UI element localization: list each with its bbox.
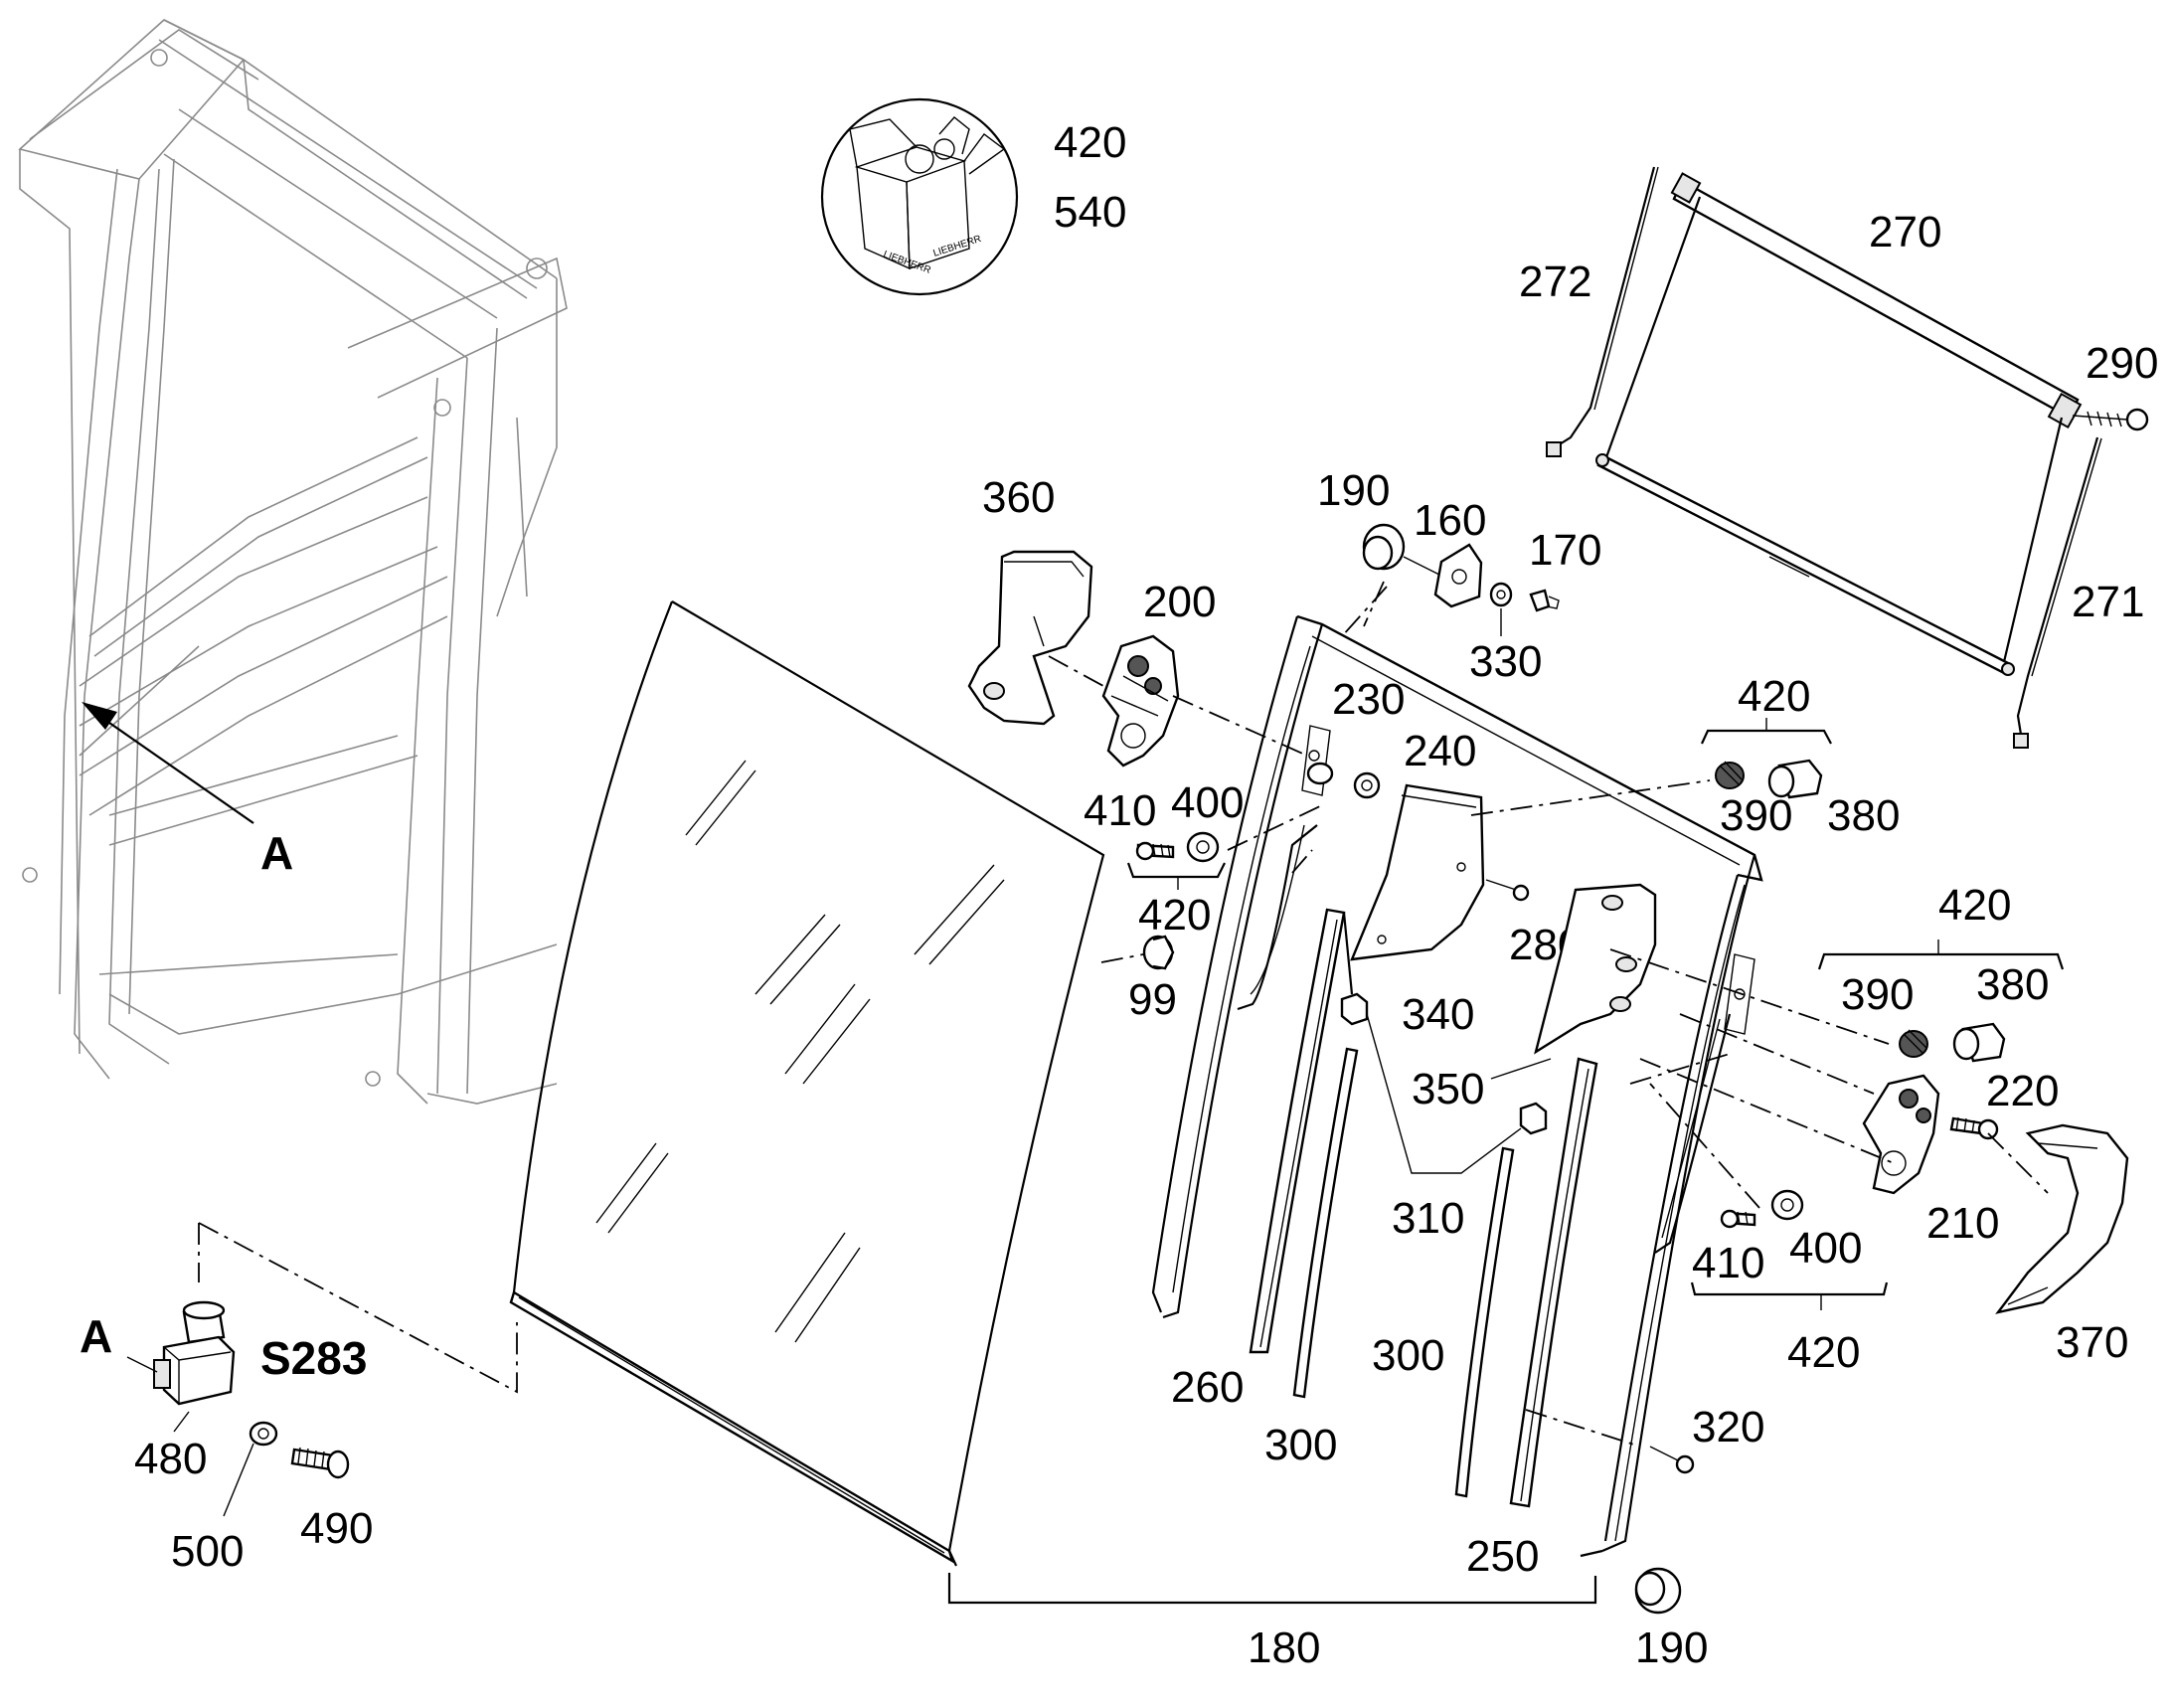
detail-pointer-A: A <box>82 702 293 879</box>
callout-360: 360 <box>982 473 1055 522</box>
plunger-lower <box>1817 939 2065 1063</box>
callout-290: 290 <box>2086 339 2158 388</box>
callout-180: 180 <box>1248 1623 1320 1672</box>
callout-272: 272 <box>1519 257 1591 306</box>
washer-500 <box>249 1421 278 1447</box>
callout-400-left: 400 <box>1171 778 1244 827</box>
callout-330: 330 <box>1469 637 1542 686</box>
callout-380-r1: 380 <box>1827 791 1900 840</box>
callout-420-r1: 420 <box>1738 672 1810 721</box>
washer-nut-230-240 <box>1306 762 1381 799</box>
channel-260 <box>1249 908 1354 1354</box>
lock-210 <box>1862 1074 1999 1195</box>
callout-420-r2: 420 <box>1938 881 2011 930</box>
callout-270: 270 <box>1869 208 1941 256</box>
plunger-upper <box>1701 718 1832 799</box>
callout-300-b: 300 <box>1372 1331 1444 1380</box>
channel-250 <box>1509 1057 1598 1508</box>
callout-200: 200 <box>1143 578 1216 626</box>
callout-190-bottom: 190 <box>1635 1623 1708 1672</box>
callout-190-top: 190 <box>1317 466 1390 515</box>
door-glass <box>509 600 1105 1567</box>
callout-250: 250 <box>1466 1532 1539 1581</box>
callout-271: 271 <box>2072 578 2144 626</box>
callout-490: 490 <box>300 1504 373 1553</box>
cover-360 <box>967 550 1093 726</box>
callout-160: 160 <box>1414 496 1486 545</box>
box-brand-text: LIEBHERR <box>882 249 932 275</box>
callout-390-r2: 390 <box>1841 970 1914 1019</box>
callout-480: 480 <box>134 1435 207 1483</box>
callout-500: 500 <box>171 1527 244 1576</box>
switch-marker-A: A <box>80 1310 112 1362</box>
callout-390-r1: 390 <box>1720 791 1792 840</box>
callout-420-box: 420 <box>1054 118 1126 167</box>
callout-350: 350 <box>1412 1065 1484 1113</box>
cover-370 <box>1995 1123 2129 1314</box>
screw-washer-right <box>1690 1189 1889 1310</box>
callout-400-right: 400 <box>1789 1224 1862 1273</box>
screw-washer-left <box>1126 831 1226 890</box>
cover-340 <box>1350 783 1530 961</box>
callout-420-right: 420 <box>1787 1328 1860 1377</box>
callout-320: 320 <box>1692 1403 1764 1452</box>
callout-210: 210 <box>1926 1199 1999 1248</box>
roller-190-bottom <box>1634 1567 1682 1615</box>
alignment-lines <box>198 586 2049 1448</box>
callout-240: 240 <box>1404 727 1476 775</box>
callout-310: 310 <box>1392 1194 1464 1243</box>
switch-code-label: S283 <box>260 1332 367 1384</box>
callout-540-box: 540 <box>1054 188 1126 237</box>
callout-380-r2: 380 <box>1976 960 2049 1009</box>
callout-340: 340 <box>1402 990 1474 1039</box>
callout-99: 99 <box>1128 975 1177 1024</box>
callout-370: 370 <box>2056 1318 2128 1367</box>
seal-300-right <box>1454 1146 1515 1498</box>
screw-490 <box>290 1447 350 1479</box>
screw-320 <box>1649 1446 1695 1474</box>
callout-410-left: 410 <box>1084 786 1156 835</box>
callout-170: 170 <box>1529 526 1601 575</box>
detail-marker-label: A <box>260 827 293 879</box>
clip-310 <box>1340 992 1548 1174</box>
kit-box-icon: LIEBHERR LIEBHERR <box>820 97 1019 296</box>
hinge-assembly-top <box>1362 523 1560 627</box>
bracket-180 <box>947 1573 1597 1605</box>
callout-420-left: 420 <box>1138 891 1211 939</box>
switch-S283 <box>153 1300 236 1406</box>
callout-230: 230 <box>1332 675 1405 724</box>
roller-blind <box>1546 166 2149 749</box>
seal-300-left <box>1292 1047 1359 1399</box>
box-brand-text-2: LIEBHERR <box>932 234 983 259</box>
lock-200 <box>1101 634 1180 768</box>
callout-300-a: 300 <box>1264 1421 1337 1469</box>
buffer-99 <box>1142 935 1175 970</box>
door-frame <box>1151 614 1763 1558</box>
cab-frame <box>18 19 568 1105</box>
callout-260: 260 <box>1171 1363 1244 1412</box>
callout-220: 220 <box>1986 1067 2059 1115</box>
callout-410-right: 410 <box>1692 1239 1764 1287</box>
cover-350 <box>1534 883 1657 1055</box>
